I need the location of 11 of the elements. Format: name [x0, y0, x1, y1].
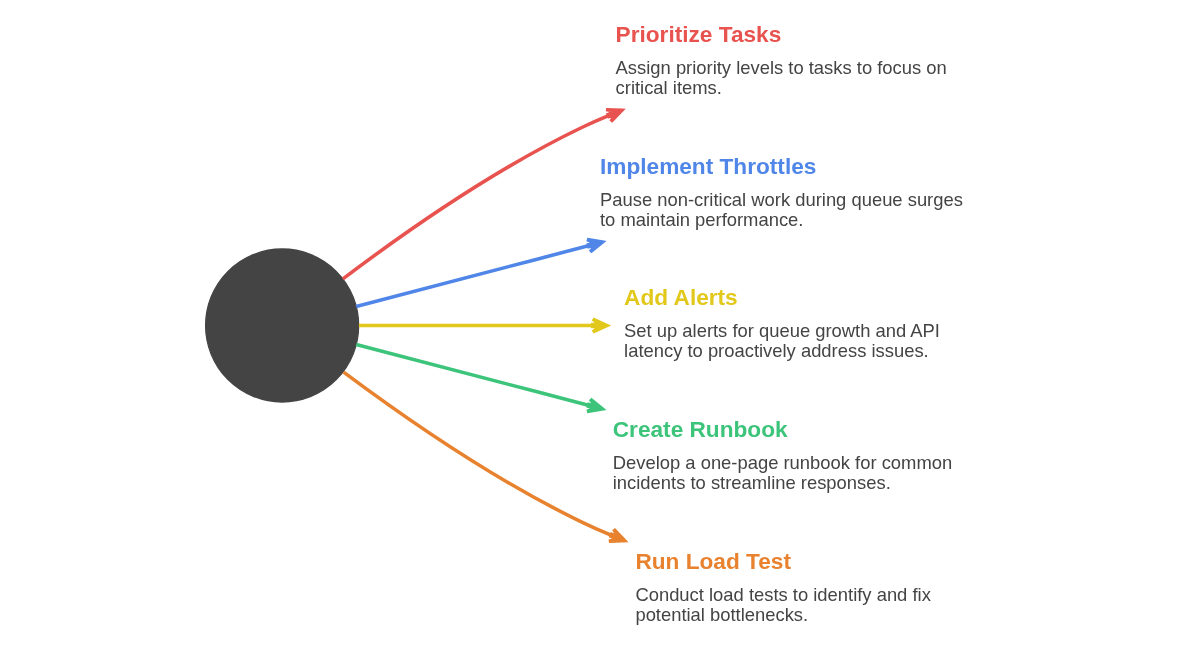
node-text: Add Alerts Set up alerts for queue growth and API latency to proactively address issues. [624, 284, 940, 362]
arrow [355, 237, 605, 309]
node-text: Implement Throttles Pause non-critical work during queue surges to maintain performance. [600, 152, 963, 230]
node-text: Prioritize Tasks Assign priority levels to tasks to focus on critical items. [615, 21, 947, 98]
node-text: Run Load Test Conduct load tests to identify and fix potential bottlenecks. [635, 547, 931, 625]
arrow [358, 317, 609, 334]
node-text: Create Runbook Develop a one-page runbook for common incidents to streamline responses. [612, 416, 953, 493]
node-circle [204, 248, 360, 403]
arrow [342, 370, 627, 543]
arrow [355, 342, 605, 414]
arrow [341, 107, 624, 281]
